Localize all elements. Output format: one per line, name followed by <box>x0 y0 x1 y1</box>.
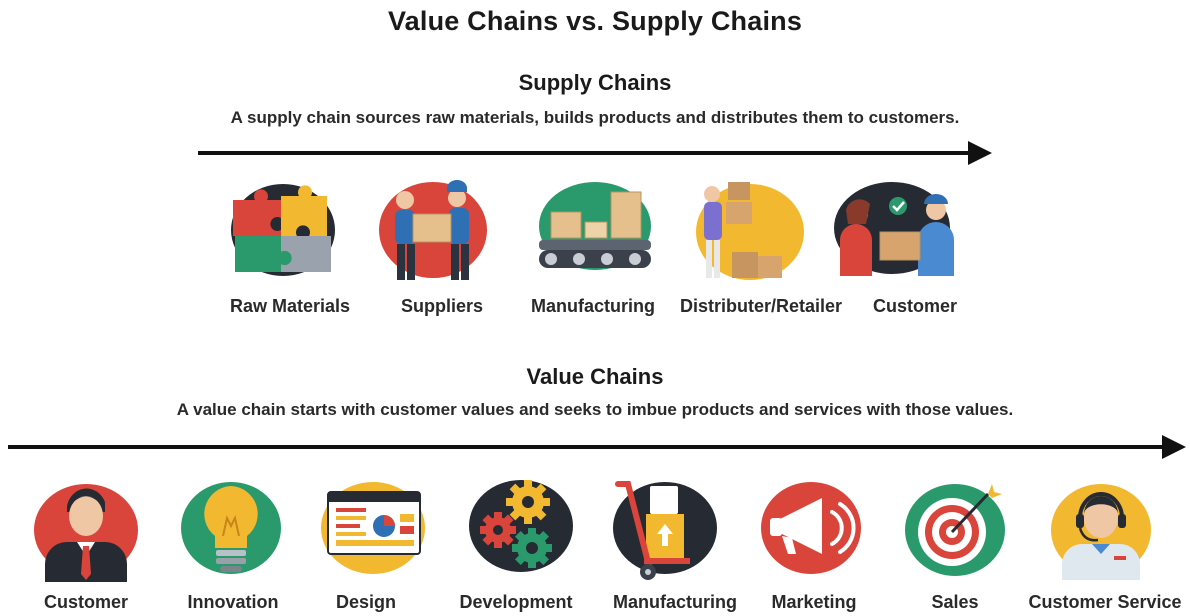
page-title: Value Chains vs. Supply Chains <box>387 6 803 36</box>
step-raw-materials-label: Raw Materials <box>229 296 351 316</box>
step-manufacturing-label: Manufacturing <box>531 296 655 316</box>
value-step-manufacturing-label: Manufacturing <box>613 592 737 612</box>
step-distributer-retailer-label: Distributer/Retailer <box>679 296 843 316</box>
package-handover-icon <box>834 182 954 276</box>
businessman-icon <box>34 484 138 582</box>
target-icon <box>905 484 1005 576</box>
value-step-design-label: Design <box>335 592 396 612</box>
lightbulb-icon <box>181 482 281 574</box>
gears-icon <box>469 480 573 572</box>
value-chain-arrow <box>8 435 1186 459</box>
design-window-icon <box>321 482 425 574</box>
value-step-marketing-label: Marketing <box>771 592 857 612</box>
megaphone-icon <box>761 482 861 574</box>
step-suppliers-label: Suppliers <box>400 296 484 316</box>
supply-chain-arrow <box>198 141 992 165</box>
value-step-customer-label: Customer <box>43 592 128 612</box>
step-customer-label: Customer <box>872 296 957 316</box>
headset-agent-icon <box>1051 484 1151 580</box>
value-step-innovation-label: Innovation <box>187 592 279 612</box>
supply-chains-description: A supply chain sources raw materials, bu… <box>230 108 960 127</box>
conveyor-belt-icon <box>539 182 651 270</box>
supply-chains-heading: Supply Chains <box>518 70 672 95</box>
value-chains-heading: Value Chains <box>526 364 664 389</box>
value-chains-description: A value chain starts with customer value… <box>176 400 1014 419</box>
hand-truck-icon <box>613 481 717 580</box>
value-step-sales-label: Sales <box>931 592 979 612</box>
delivery-workers-icon <box>379 180 487 280</box>
value-step-development-label: Development <box>459 592 573 612</box>
puzzle-icon <box>231 184 335 276</box>
stacked-boxes-icon <box>696 182 804 280</box>
value-step-customer-service-label: Customer Service <box>1028 592 1182 612</box>
